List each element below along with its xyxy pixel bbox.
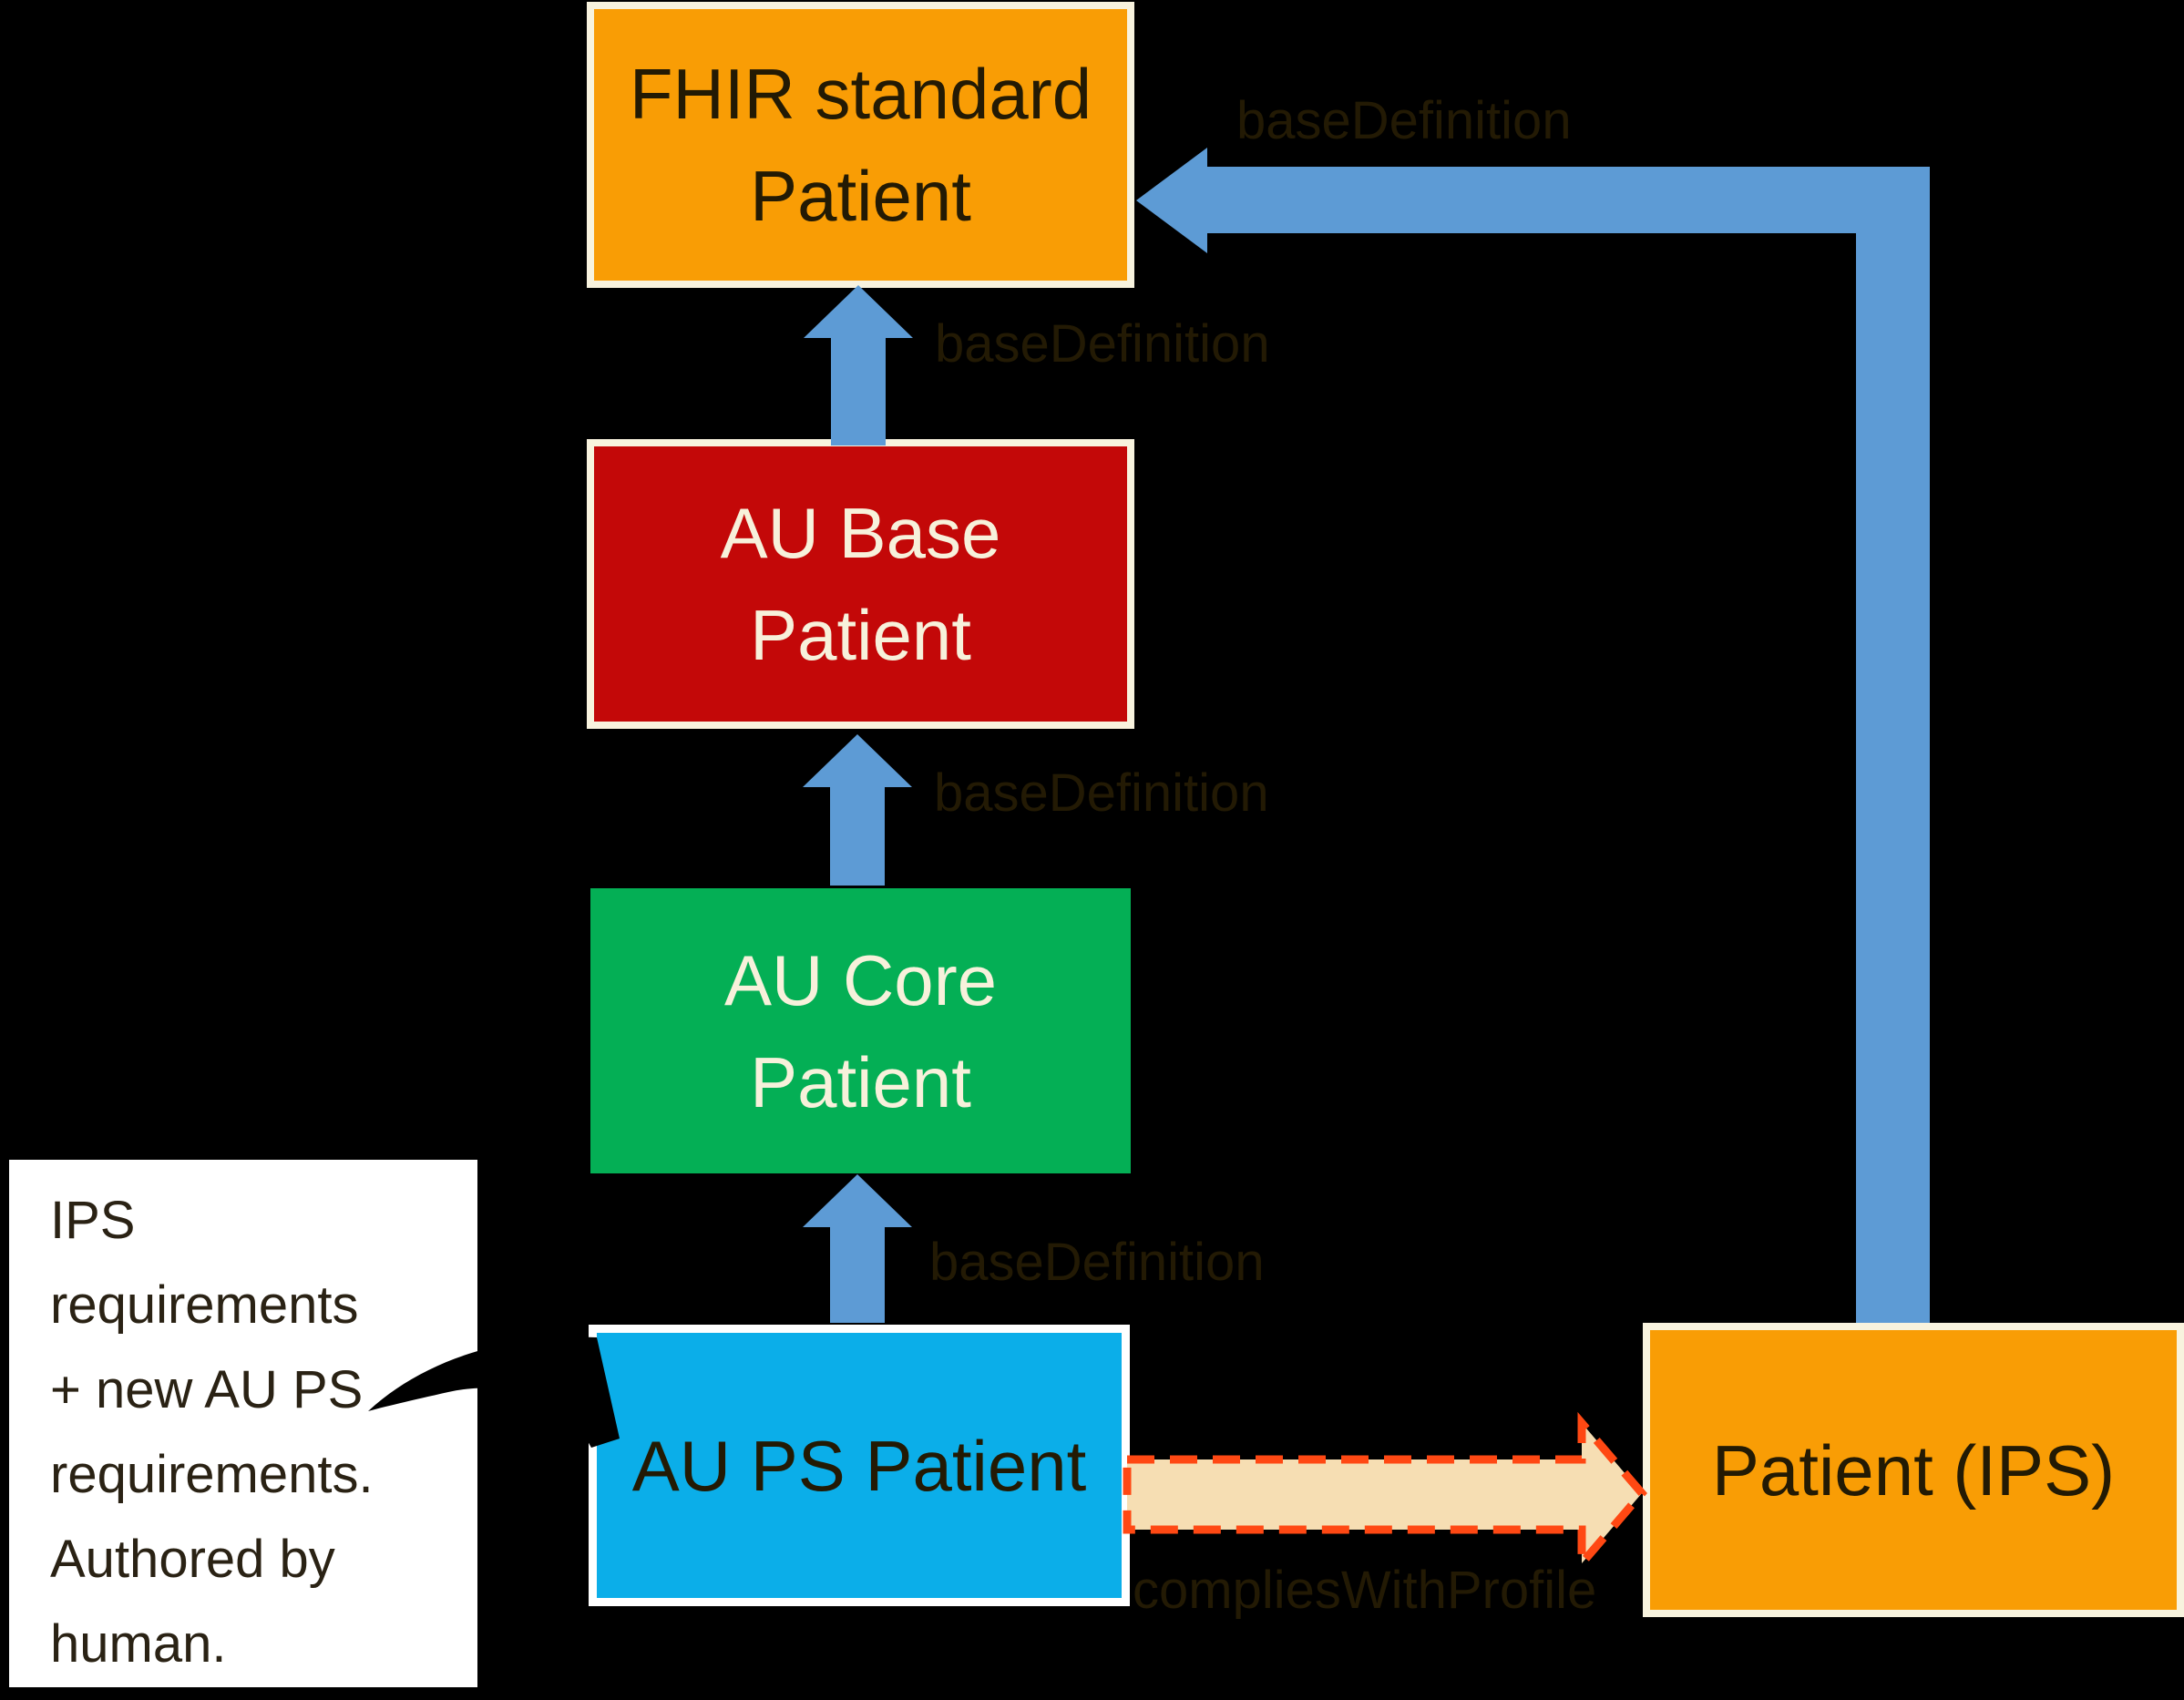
node-label-line: Patient xyxy=(750,1041,971,1122)
callout-line: Authored by xyxy=(50,1530,335,1589)
edge-label-complies-with-profile: compliesWithProfile xyxy=(1133,1561,1597,1620)
node-au-core-patient: AU Core Patient xyxy=(590,888,1131,1173)
node-label-line: FHIR standard xyxy=(629,54,1092,134)
node-label-line: Patient (IPS) xyxy=(1711,1429,2116,1511)
node-patient-ips: Patient (IPS) xyxy=(1643,1323,2184,1617)
node-label-line: AU PS Patient xyxy=(631,1425,1087,1506)
callout-line: + new AU PS xyxy=(50,1360,364,1419)
node-label-line: AU Core xyxy=(723,939,998,1020)
node-au-ps-patient: AU PS Patient xyxy=(589,1325,1130,1606)
edge-label-base-definition-top: baseDefinition xyxy=(1236,91,1572,150)
callout-line: requirements xyxy=(50,1275,359,1335)
callout-line: IPS xyxy=(50,1191,136,1250)
edge-label-base-definition-2: baseDefinition xyxy=(934,763,1269,823)
node-au-base-patient: AU Base Patient xyxy=(587,439,1134,729)
node-label-line: AU Base xyxy=(720,493,1001,573)
complies-with-profile-arrow-icon xyxy=(1123,1411,1647,1575)
callout-line: requirements. xyxy=(50,1445,374,1504)
base-definition-arrow-1-icon xyxy=(804,285,913,445)
callout-note: IPS requirements + new AU PS requirement… xyxy=(9,1160,477,1687)
edge-label-base-definition-1: baseDefinition xyxy=(935,314,1270,374)
node-fhir-standard-patient: FHIR standard Patient xyxy=(587,2,1134,288)
callout-line: human. xyxy=(50,1614,227,1674)
edge-label-base-definition-3: baseDefinition xyxy=(929,1233,1265,1292)
node-label-line: Patient xyxy=(750,156,971,236)
base-definition-arrow-2-icon xyxy=(803,734,912,886)
base-definition-arrow-3-icon xyxy=(803,1174,912,1323)
node-label-line: Patient xyxy=(750,595,971,675)
